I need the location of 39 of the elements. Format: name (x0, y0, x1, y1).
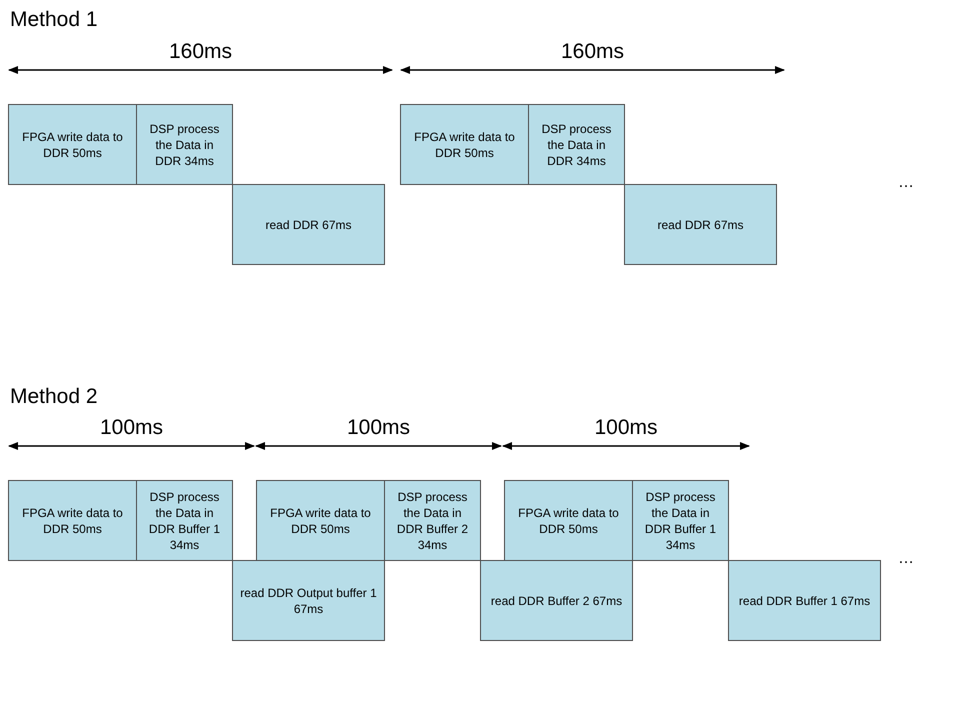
step-text: read DDR 67ms (265, 216, 352, 232)
process-box (384, 480, 481, 561)
process-box (504, 480, 633, 561)
step-text: read DDR Buffer 2 67ms (490, 592, 622, 608)
process-box (528, 104, 625, 185)
section-heading: Method 2 (10, 385, 98, 409)
continuation-mark: … (898, 550, 914, 568)
step-text: DSP process the Data in DDR Buffer 1 34ms (644, 488, 718, 552)
process-box (480, 560, 633, 641)
process-box (232, 184, 385, 265)
step-text: FPGA write data to DDR 50ms (21, 128, 124, 160)
process-box (232, 560, 385, 641)
step-text: DSP process the Data in DDR 34ms (540, 120, 612, 168)
process-box (8, 104, 137, 185)
dimension-label: 100ms (594, 416, 658, 440)
process-box (136, 480, 233, 561)
step-text: FPGA write data to DDR 50ms (517, 504, 620, 536)
dimension-label: 100ms (100, 416, 164, 440)
process-box (8, 480, 137, 561)
process-box (632, 480, 729, 561)
continuation-mark: … (898, 174, 914, 192)
process-box (624, 184, 777, 265)
section-heading: Method 1 (10, 8, 98, 32)
step-text: FPGA write data to DDR 50ms (269, 504, 372, 536)
step-text: read DDR Output buffer 1 67ms (239, 584, 378, 616)
process-box (136, 104, 233, 185)
step-text: DSP process the Data in DDR Buffer 2 34ms (396, 488, 470, 552)
dimension-label: 100ms (346, 416, 410, 440)
dimension-label: 160ms (560, 40, 624, 64)
dimension-label: 160ms (168, 40, 232, 64)
step-text: FPGA write data to DDR 50ms (413, 128, 516, 160)
step-text: FPGA write data to DDR 50ms (21, 504, 124, 536)
step-text: DSP process the Data in DDR Buffer 1 34ms (148, 488, 222, 552)
step-text: read DDR 67ms (657, 216, 744, 232)
step-text: DSP process the Data in DDR 34ms (148, 120, 220, 168)
process-box (400, 104, 529, 185)
process-box (728, 560, 881, 641)
step-text: read DDR Buffer 1 67ms (738, 592, 870, 608)
process-box (256, 480, 385, 561)
